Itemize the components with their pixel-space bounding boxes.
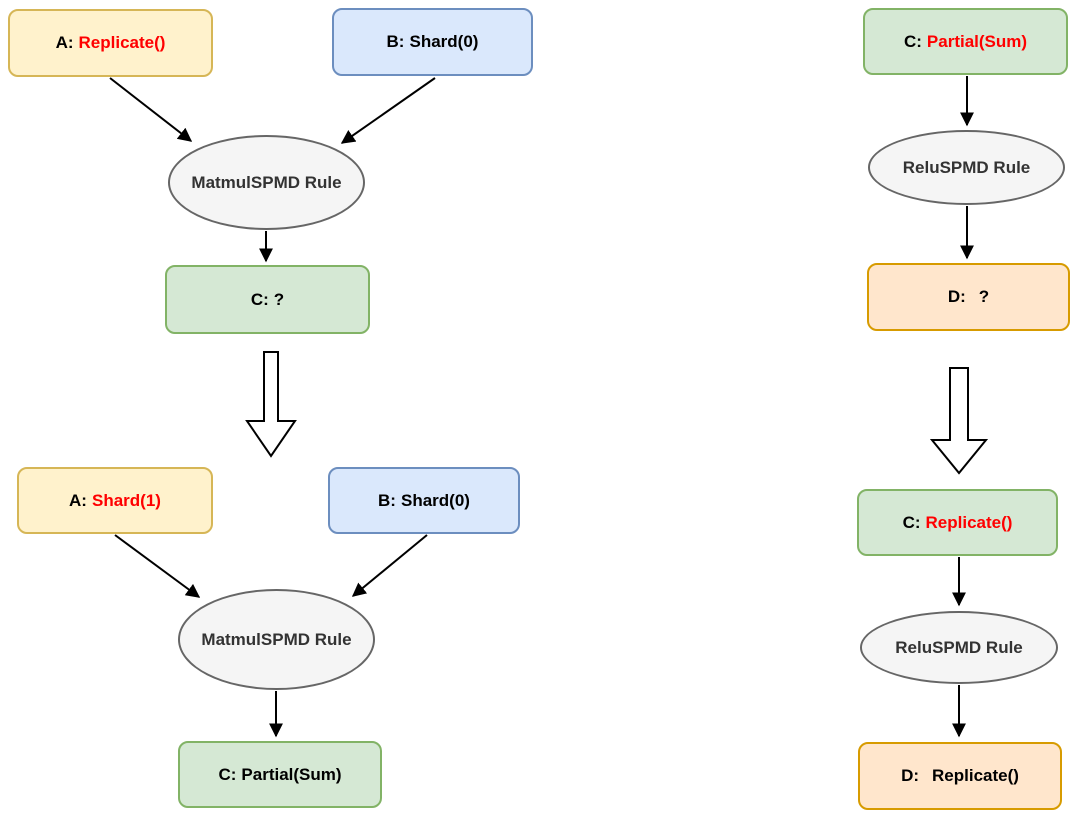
node-matmul-before-input-b: B: Shard(0) xyxy=(332,8,533,76)
node-matmul-before-output-c: C: ? xyxy=(165,265,370,334)
node-relu-rule-after: ReluSPMD Rule xyxy=(860,611,1058,684)
node-matmul-rule-before: MatmulSPMD Rule xyxy=(168,135,365,230)
node-prefix: C: xyxy=(218,764,237,784)
node-prefix: C: xyxy=(250,289,269,309)
node-value: Partial(Sum) xyxy=(926,31,1028,51)
edge-b-to-matmul-rule-before xyxy=(340,77,436,144)
node-relu-rule-before: ReluSPMD Rule xyxy=(868,130,1065,205)
node-value: Shard(0) xyxy=(400,490,470,510)
node-value: Shard(0) xyxy=(409,32,479,51)
node-value: ? xyxy=(978,287,990,306)
node-matmul-after-input-b: B: Shard(0) xyxy=(328,467,520,534)
transform-arrow-left xyxy=(245,351,297,458)
rule-label: MatmulSPMD Rule xyxy=(201,629,352,649)
rule-label: ReluSPMD Rule xyxy=(902,157,1031,177)
node-matmul-rule-after: MatmulSPMD Rule xyxy=(178,589,375,690)
node-matmul-after-output-c: C: Partial(Sum) xyxy=(178,741,382,808)
transform-arrow-right xyxy=(929,367,989,475)
node-prefix: C: xyxy=(903,31,922,51)
node-relu-after-input-c: C: Replicate() xyxy=(857,489,1058,556)
edge-a-to-matmul-rule-before xyxy=(109,77,193,142)
node-value: ? xyxy=(273,289,285,309)
node-value: Partial(Sum) xyxy=(241,764,342,784)
node-prefix: B: xyxy=(378,490,396,510)
node-relu-before-input-c: C: Partial(Sum) xyxy=(863,8,1068,75)
rule-label: MatmulSPMD Rule xyxy=(191,172,342,192)
edge-a-to-matmul-rule-after xyxy=(114,534,201,598)
node-prefix: D: xyxy=(901,766,920,785)
node-prefix: C: xyxy=(902,512,921,532)
node-prefix: B: xyxy=(386,32,405,51)
node-value: Replicate() xyxy=(78,33,166,52)
rule-label: ReluSPMD Rule xyxy=(895,637,1023,657)
node-relu-after-output-d: D: Replicate() xyxy=(858,742,1062,810)
node-matmul-after-input-a: A: Shard(1) xyxy=(17,467,213,534)
node-prefix: A: xyxy=(69,490,87,510)
node-value: Shard(1) xyxy=(91,490,161,510)
node-value: Replicate() xyxy=(932,766,1019,785)
node-relu-before-output-d: D: ? xyxy=(867,263,1070,331)
edge-b-to-matmul-rule-after xyxy=(351,534,428,597)
node-prefix: A: xyxy=(55,33,74,52)
node-prefix: D: xyxy=(947,287,966,306)
node-value: Replicate() xyxy=(925,512,1013,532)
node-matmul-before-input-a: A: Replicate() xyxy=(8,9,213,77)
